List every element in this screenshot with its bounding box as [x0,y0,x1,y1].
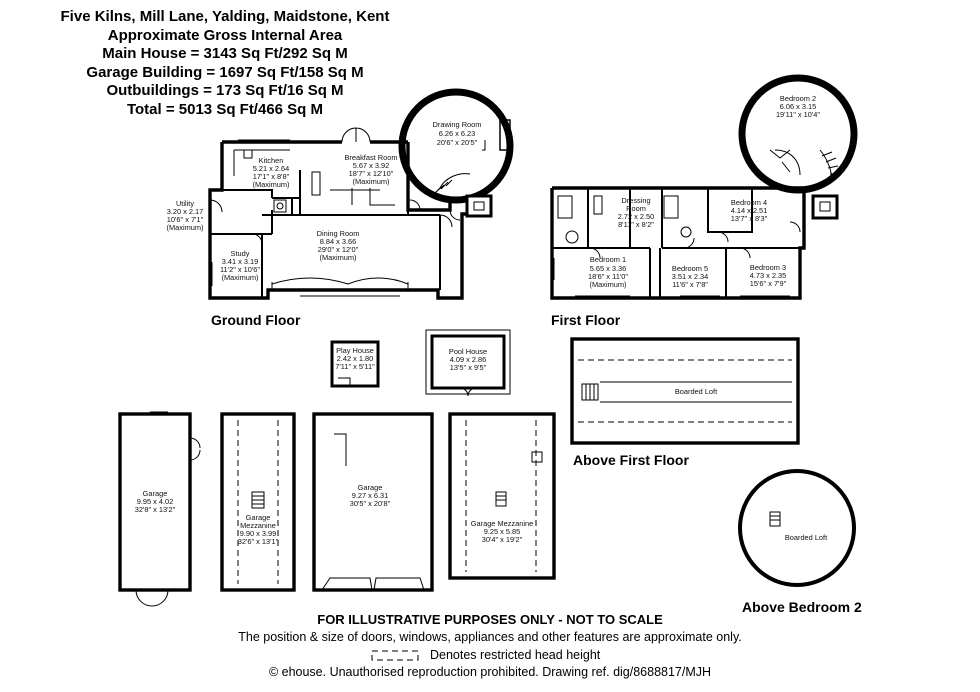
mezz2-metric: 9.25 x 5.85 [484,527,521,536]
mezz2-imperial: 30'4" x 19'2" [482,535,523,544]
study-name: Study [231,249,250,258]
dining-room-imperial: 29'0" x 12'0" [318,245,359,254]
study-note: (Maximum) [222,273,259,282]
pool-house-name: Pool House [449,347,487,356]
kitchen-name: Kitchen [259,156,284,165]
garage2-name: Garage [358,483,383,492]
garage2-metric: 9.27 x 6.31 [352,491,389,500]
approximate-note: The position & size of doors, windows, a… [238,630,742,644]
dressing-room-metric: 2.72 x 2.50 [618,212,655,221]
above-first-floor-loft-plan: Above First Floor [570,337,800,468]
garage1-metric: 9.95 x 4.02 [137,497,174,506]
first-floor-plan: First Floor [550,74,858,328]
bedroom4-imperial: 13'7" x 8'3" [731,214,768,223]
bedroom5-imperial: 11'6" x 7'8" [672,280,708,289]
play-house-imperial: 7'11" x 5'11" [335,362,375,371]
legend-text: Denotes restricted head height [430,648,601,662]
dressing-room-name2: Room [626,204,646,213]
kitchen-imperial: 17'1" x 8'8" [253,172,290,181]
drawing-room-metric: 6.26 x 6.23 [439,129,476,138]
breakfast-room-name: Breakfast Room [345,153,398,162]
ground-floor-label: Ground Floor [211,312,301,328]
drawing-room-name: Drawing Room [433,120,482,129]
breakfast-room-note: (Maximum) [353,177,390,186]
garage1-name: Garage [143,489,168,498]
breakfast-room-metric: 5.67 x 3.92 [353,161,390,170]
play-house-name: Play House [336,346,374,355]
pool-house-plan [425,329,511,397]
bedroom4-name: Bedroom 4 [731,198,767,207]
bedroom1-name: Bedroom 1 [590,255,626,264]
utility-metric: 3.20 x 2.17 [167,207,204,216]
bedroom1-note: (Maximum) [590,280,627,289]
bedroom2-imperial: 19'11" x 10'4" [776,110,820,119]
garage1-imperial: 32'8" x 13'2" [135,505,176,514]
bedroom1-metric: 5.65 x 3.36 [590,264,627,273]
first-floor-label: First Floor [551,312,621,328]
total-area: Total = 5013 Sq Ft/466 Sq M [126,100,324,118]
above-first-floor-label: Above First Floor [573,452,689,468]
main-house-area: Main House = 3143 Sq Ft/292 Sq M [102,45,348,62]
disclaimer-text: FOR ILLUSTRATIVE PURPOSES ONLY - NOT TO … [317,612,663,627]
play-house-metric: 2.42 x 1.80 [337,354,374,363]
utility-name: Utility [176,199,194,208]
bedroom1-imperial: 18'6" x 11'0" [588,272,628,281]
bedroom2-name: Bedroom 2 [780,94,816,103]
loft2-name: Boarded Loft [785,533,827,542]
garage2-imperial: 30'5" x 20'8" [350,499,391,508]
area-header: Five Kilns, Mill Lane, Yalding, Maidston… [40,8,410,119]
garage-mezzanine2-plan [448,412,556,580]
bedroom3-metric: 4.73 x 2.35 [750,271,787,280]
utility-note: (Maximum) [167,223,204,232]
breakfast-room-imperial: 18'7" x 12'10" [349,169,394,178]
copyright-text: © ehouse. Unauthorised reproduction proh… [268,665,712,679]
dining-room-note: (Maximum) [320,253,357,262]
kitchen-metric: 5.21 x 2.64 [253,164,290,173]
mezz2-name: Garage Mezzanine [471,519,533,528]
garage-building-area: Garage Building = 1697 Sq Ft/158 Sq M [86,63,364,81]
restricted-height-legend-swatch [371,650,419,661]
bedroom3-imperial: 15'6" x 7'9" [750,279,787,288]
above-bedroom2-loft-plan: Above Bedroom 2 [738,469,862,615]
bedroom4-metric: 4.14 x 2.51 [731,206,768,215]
dining-room-metric: 8.84 x 3.66 [320,237,357,246]
drawing-room-imperial: 20'6" x 20'5" [437,138,478,147]
ground-floor-plan: Ground Floor [208,88,514,328]
utility-imperial: 10'6" x 7'1" [167,215,204,224]
loft1-name: Boarded Loft [675,387,717,396]
garage-mezzanine1-plan [220,412,296,592]
kitchen-note: (Maximum) [253,180,290,189]
bedroom5-name: Bedroom 5 [672,264,708,273]
bedroom3-name: Bedroom 3 [750,263,786,272]
bedroom2-metric: 6.06 x 3.15 [780,102,817,111]
mezz1-name: Garage [246,513,271,522]
play-house-plan [330,340,380,388]
dining-room-name: Dining Room [317,229,360,238]
mezz1-metric: 9.90 x 3.99 [240,529,277,538]
pool-house-metric: 4.09 x 2.86 [450,355,487,364]
address-title: Five Kilns, Mill Lane, Yalding, Maidston… [60,8,390,25]
garage1-plan [118,411,201,607]
dressing-room-imperial: 8'11" x 8'2" [618,220,654,229]
mezz1-imperial: 32'6" x 13'1" [238,537,279,546]
area-title: Approximate Gross Internal Area [107,26,343,44]
study-imperial: 11'2" x 10'6" [220,265,260,274]
pool-house-imperial: 13'5" x 9'5" [450,363,487,372]
study-metric: 3.41 x 3.19 [222,257,259,266]
bedroom5-metric: 3.51 x 2.34 [672,272,709,281]
garage2-plan [312,412,434,592]
above-bedroom2-label: Above Bedroom 2 [742,599,862,615]
dressing-room-name: Dressing [621,196,650,205]
mezz1-name2: Mezzanine [240,521,276,530]
outbuildings-area: Outbuildings = 173 Sq Ft/16 Sq M [106,82,344,99]
